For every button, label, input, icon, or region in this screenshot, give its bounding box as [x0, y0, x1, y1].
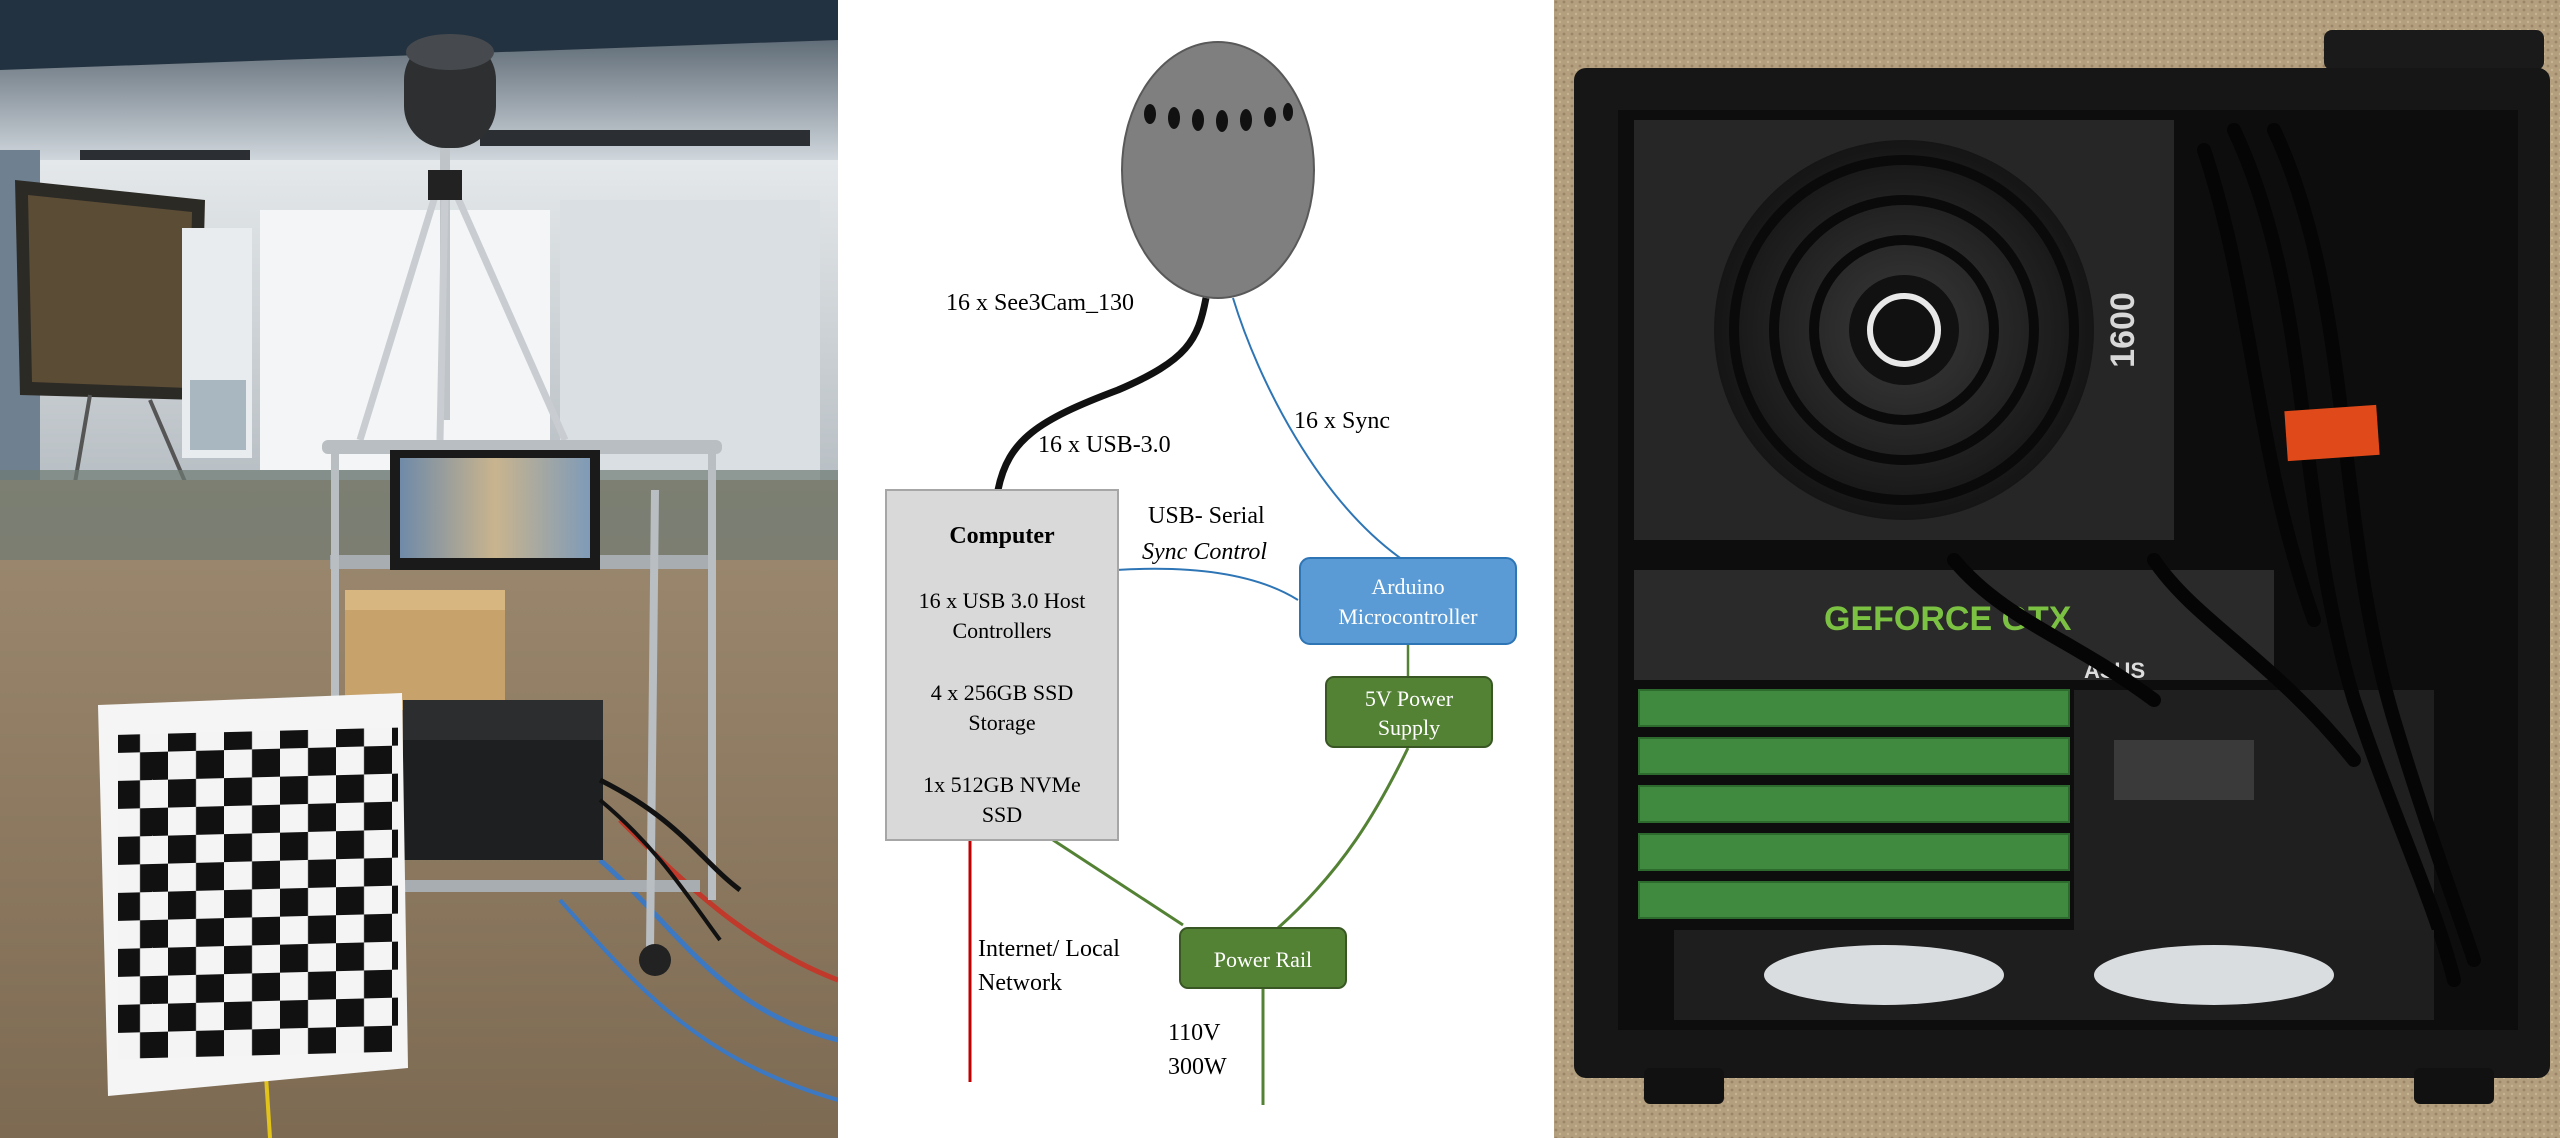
sync-line	[1232, 297, 1404, 561]
arduino-label-2: Microcontroller	[1338, 604, 1478, 629]
mains-power-label: 300W	[1168, 1054, 1227, 1080]
computer-spec-ssd-2: Storage	[968, 710, 1035, 735]
computer-rail-line	[1052, 838, 1184, 927]
camera-lens-dots	[1144, 103, 1293, 132]
computer-node: Computer 16 x USB 3.0 Host Controllers 4…	[885, 489, 1119, 841]
psu-rating-text: 1600	[2104, 292, 2142, 368]
camera-cable-label: 16 x See3Cam_130	[946, 290, 1134, 316]
mains-voltage-label: 110V	[1168, 1020, 1221, 1046]
network-label: Internet/ Local	[978, 936, 1120, 962]
psu-node: 5V Power Supply	[1325, 676, 1493, 748]
computer-spec-usb: 16 x USB 3.0 Host	[919, 588, 1086, 613]
computer-spec-nvme: 1x 512GB NVMe	[923, 772, 1081, 797]
usb-label: 16 x USB-3.0	[1038, 432, 1171, 458]
camera-array-node	[1121, 41, 1315, 299]
rig-photo	[0, 0, 838, 1138]
arduino-label: Arduino	[1371, 574, 1444, 599]
psu-label: 5V Power	[1365, 686, 1454, 711]
sync-label: 16 x Sync	[1294, 408, 1390, 434]
sync-control-label: Sync Control	[1142, 539, 1267, 565]
network-label-2: Network	[978, 970, 1062, 996]
power-rail-node: Power Rail	[1179, 927, 1347, 989]
usb-serial-line	[1115, 567, 1299, 601]
usb-serial-label: USB- Serial	[1148, 503, 1265, 529]
computer-title: Computer	[949, 523, 1055, 549]
usb-cable-line	[994, 297, 1210, 491]
arduino-node: Arduino Microcontroller	[1299, 557, 1517, 645]
computer-internals-photo: 1600 GEFORCE GTX ASUS	[1554, 0, 2560, 1138]
computer-spec-usb-2: Controllers	[953, 618, 1052, 643]
computer-spec-nvme-2: SSD	[982, 802, 1022, 827]
system-diagram: 16 x See3Cam_130 16 x USB-3.0 16 x Sync …	[838, 0, 1554, 1138]
computer-spec-ssd: 4 x 256GB SSD	[931, 680, 1073, 705]
power-rail-label: Power Rail	[1214, 947, 1312, 972]
psu-label-2: Supply	[1378, 715, 1440, 740]
psu-rail-line	[1277, 747, 1410, 930]
